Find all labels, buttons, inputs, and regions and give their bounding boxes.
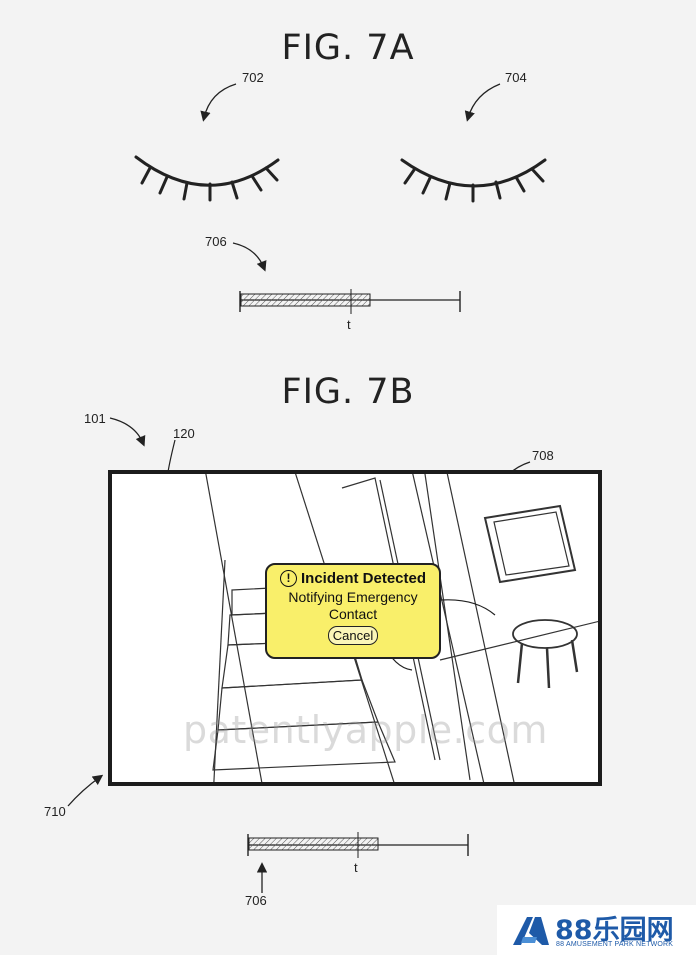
alert-body-line-1: Notifying Emergency [288, 589, 418, 605]
alert-body-line-2: Contact [328, 606, 378, 622]
ref-left-eye: 702 [242, 70, 264, 85]
ref-scene: 708 [532, 448, 554, 463]
alert-leader [440, 599, 496, 616]
fig-7b-title: FIG. 7B [281, 372, 415, 412]
device-leader [109, 417, 146, 447]
timeline-a-marker: t [347, 317, 351, 332]
right-closed-eye [400, 158, 547, 203]
fig-7a-title: FIG. 7A [281, 28, 415, 68]
alert-message: Notifying Emergency Contact [267, 589, 439, 623]
left-closed-eye [134, 155, 280, 202]
logo-mark-icon [513, 917, 549, 945]
logo-subtitle: 88 AMUSEMENT PARK NETWORK [556, 941, 674, 948]
warning-icon: ! [279, 570, 297, 587]
cancel-button[interactable]: Cancel [327, 626, 379, 645]
ref-timeline-b: 706 [245, 893, 267, 908]
site-logo: 88乐园网 88 AMUSEMENT PARK NETWORK [497, 905, 696, 955]
ref-device: 101 [84, 411, 106, 426]
timeline-a-leader [232, 242, 267, 272]
logo-name: 88乐园网 [555, 915, 674, 946]
watermark: patentlyapple.com [183, 708, 548, 752]
incident-alert-dialog: ! Incident Detected Notifying Emergency … [265, 563, 441, 659]
timeline-b-marker: t [354, 860, 358, 875]
alert-heading-row: ! Incident Detected [267, 570, 439, 587]
ref-view: 710 [44, 804, 66, 819]
display-leader [167, 439, 176, 473]
view-leader [67, 774, 104, 807]
timeline-b [247, 832, 469, 858]
timeline-a [239, 289, 461, 314]
ref-display: 120 [173, 426, 195, 441]
alert-heading: Incident Detected [300, 570, 427, 587]
left-eye-leader [200, 83, 237, 122]
ref-right-eye: 704 [505, 70, 527, 85]
ref-timeline-a: 706 [205, 234, 227, 249]
right-eye-leader [464, 83, 501, 122]
